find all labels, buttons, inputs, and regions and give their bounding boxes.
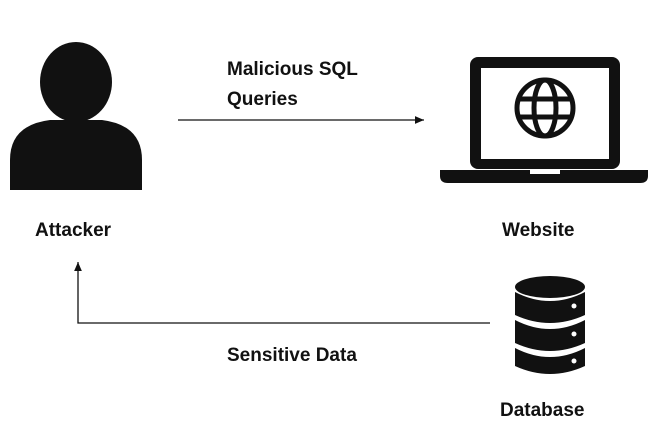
data-edge-label: Sensitive Data xyxy=(227,345,357,366)
database-icon xyxy=(515,276,585,374)
person-icon xyxy=(10,42,142,190)
query-label-line1: Malicious SQL xyxy=(227,59,358,80)
query-edge-label: Malicious SQL Queries xyxy=(227,55,358,115)
database-label: Database xyxy=(500,400,585,421)
query-label-line2: Queries xyxy=(227,89,298,110)
data-arrow xyxy=(74,262,490,324)
attacker-label: Attacker xyxy=(35,220,112,241)
website-label: Website xyxy=(502,220,575,241)
laptop-globe-icon xyxy=(440,57,648,183)
